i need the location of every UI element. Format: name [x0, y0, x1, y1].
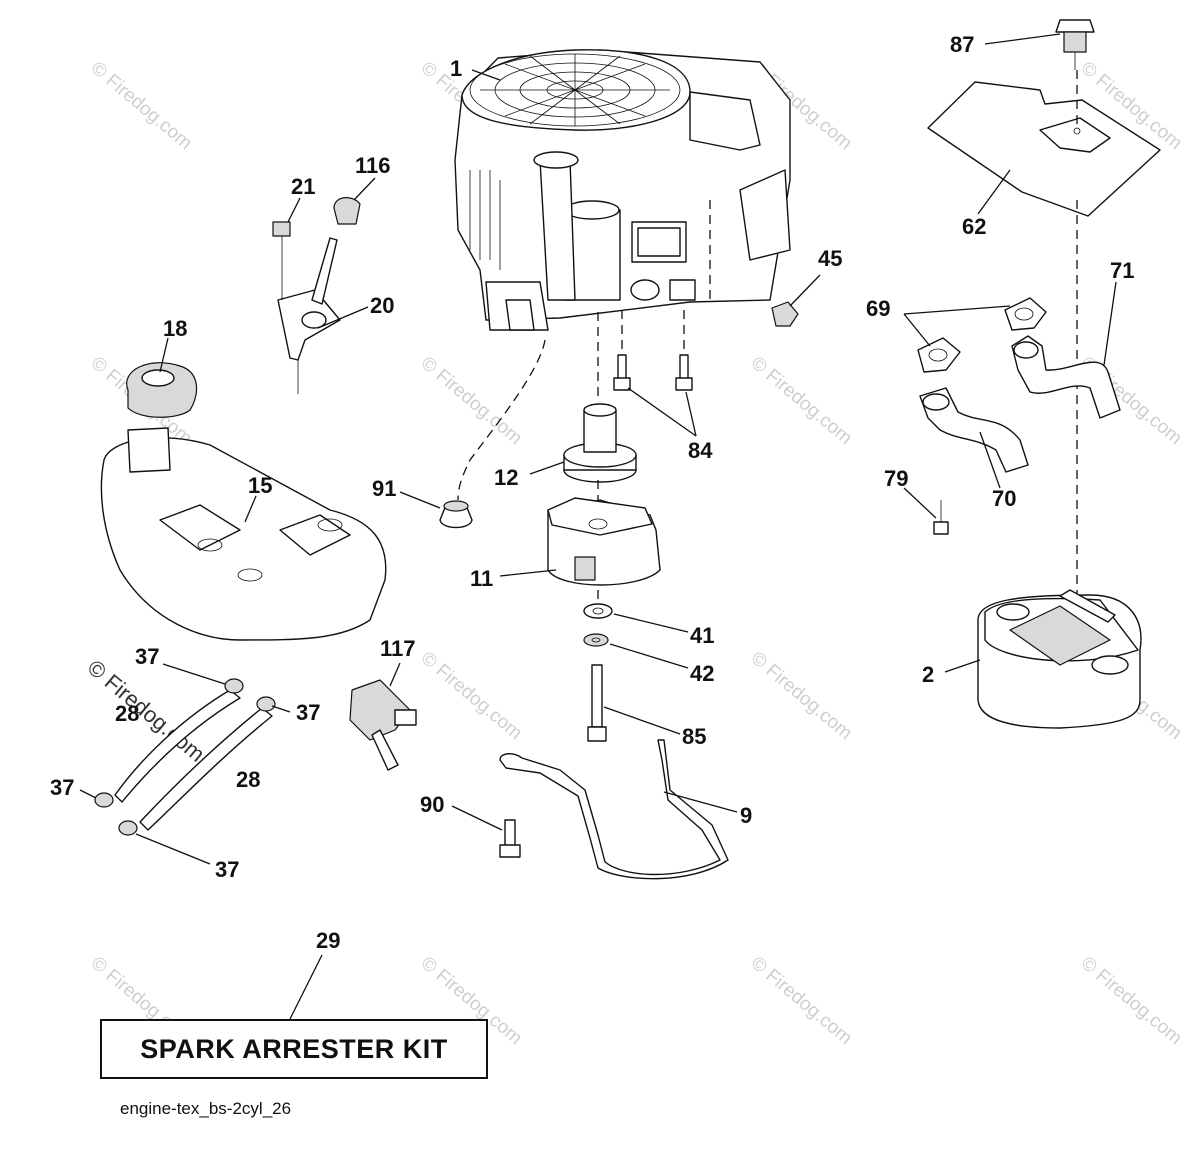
- nut-part-45: [771, 301, 799, 327]
- figure-code: engine-tex_bs-2cyl_26: [120, 1099, 292, 1118]
- callout-37: 37: [50, 775, 74, 800]
- engine-part-1: [454, 49, 791, 331]
- callout-9: 9: [740, 803, 752, 828]
- watermark: © Firedog.com: [747, 353, 856, 449]
- watermark: © Firedog.com: [1077, 953, 1180, 1049]
- bolt-part-79: [933, 500, 949, 535]
- connector-line: [621, 310, 685, 355]
- watermark: © Firedog.com: [87, 58, 196, 154]
- callout-29: 29: [316, 928, 340, 953]
- callout-2: 2: [922, 662, 934, 687]
- clutch-part-11: [547, 497, 661, 586]
- callout-37: 37: [296, 700, 320, 725]
- fuel-line-part-28: [114, 689, 273, 831]
- callout-117: 117: [380, 636, 416, 661]
- watermark: © Firedog.com: [747, 953, 856, 1049]
- callout-41: 41: [690, 623, 714, 648]
- bushing-part-91: [439, 500, 473, 529]
- spark-arrester-kit-label: SPARK ARRESTER KIT: [100, 1019, 488, 1079]
- callout-91: 91: [372, 476, 396, 501]
- shutoff-valve-part-117: [349, 679, 417, 771]
- callout-18: 18: [163, 316, 187, 341]
- throttle-control-part-20: [277, 237, 341, 394]
- gasket-part-69: [917, 297, 1047, 373]
- callout-116: 116: [355, 153, 391, 178]
- callout-70: 70: [992, 486, 1016, 511]
- knob-part-116: [333, 197, 361, 225]
- exhaust-pipe-part-71: [1011, 335, 1121, 419]
- bolt-part-21: [272, 221, 291, 300]
- watermark: © Firedog.com: [83, 655, 210, 767]
- bolt-part-84: [613, 354, 693, 391]
- callout-90: 90: [420, 792, 444, 817]
- callout-37: 37: [135, 644, 159, 669]
- leader-lines: [79, 33, 1117, 1020]
- muffler-part-2: [977, 589, 1142, 729]
- callout-42: 42: [690, 661, 714, 686]
- washer-part-41: [583, 603, 613, 619]
- callout-87: 87: [950, 32, 974, 57]
- watermark: © Firedog.com: [747, 648, 856, 744]
- callout-69: 69: [866, 296, 890, 321]
- heat-shield-part-62: [927, 81, 1161, 217]
- callout-labels: 1 87 62 21 116 20 18 15 45 84 12 91 11 4…: [50, 32, 1134, 953]
- callout-84: 84: [688, 438, 713, 463]
- callout-1: 1: [450, 56, 462, 81]
- watermark: © Firedog.com: [417, 353, 526, 449]
- callout-85: 85: [682, 724, 706, 749]
- clamp-part-37: [94, 678, 276, 836]
- callout-79: 79: [884, 466, 908, 491]
- callout-28: 28: [236, 767, 260, 792]
- callout-15: 15: [248, 473, 272, 498]
- callout-62: 62: [962, 214, 986, 239]
- bolt-part-90: [499, 819, 521, 858]
- fuel-tank-part-15: [100, 427, 387, 641]
- callout-37: 37: [215, 857, 239, 882]
- pulley-part-12: [563, 403, 637, 483]
- callout-12: 12: [494, 465, 518, 490]
- washer-part-42: [583, 633, 609, 647]
- bolt-part-85: [587, 664, 607, 742]
- connector-line: [457, 339, 546, 501]
- callout-71: 71: [1110, 258, 1134, 283]
- fuel-cap-part-18: [126, 362, 198, 418]
- callout-21: 21: [291, 174, 315, 199]
- knob-part-87: [1055, 19, 1095, 70]
- callout-11: 11: [470, 566, 493, 591]
- callout-45: 45: [818, 246, 842, 271]
- watermark: © Firedog.com: [417, 648, 526, 744]
- rod-part-9: [499, 739, 729, 880]
- callout-28: 28: [115, 701, 139, 726]
- exhaust-pipe-part-70: [919, 387, 1029, 473]
- callout-20: 20: [370, 293, 394, 318]
